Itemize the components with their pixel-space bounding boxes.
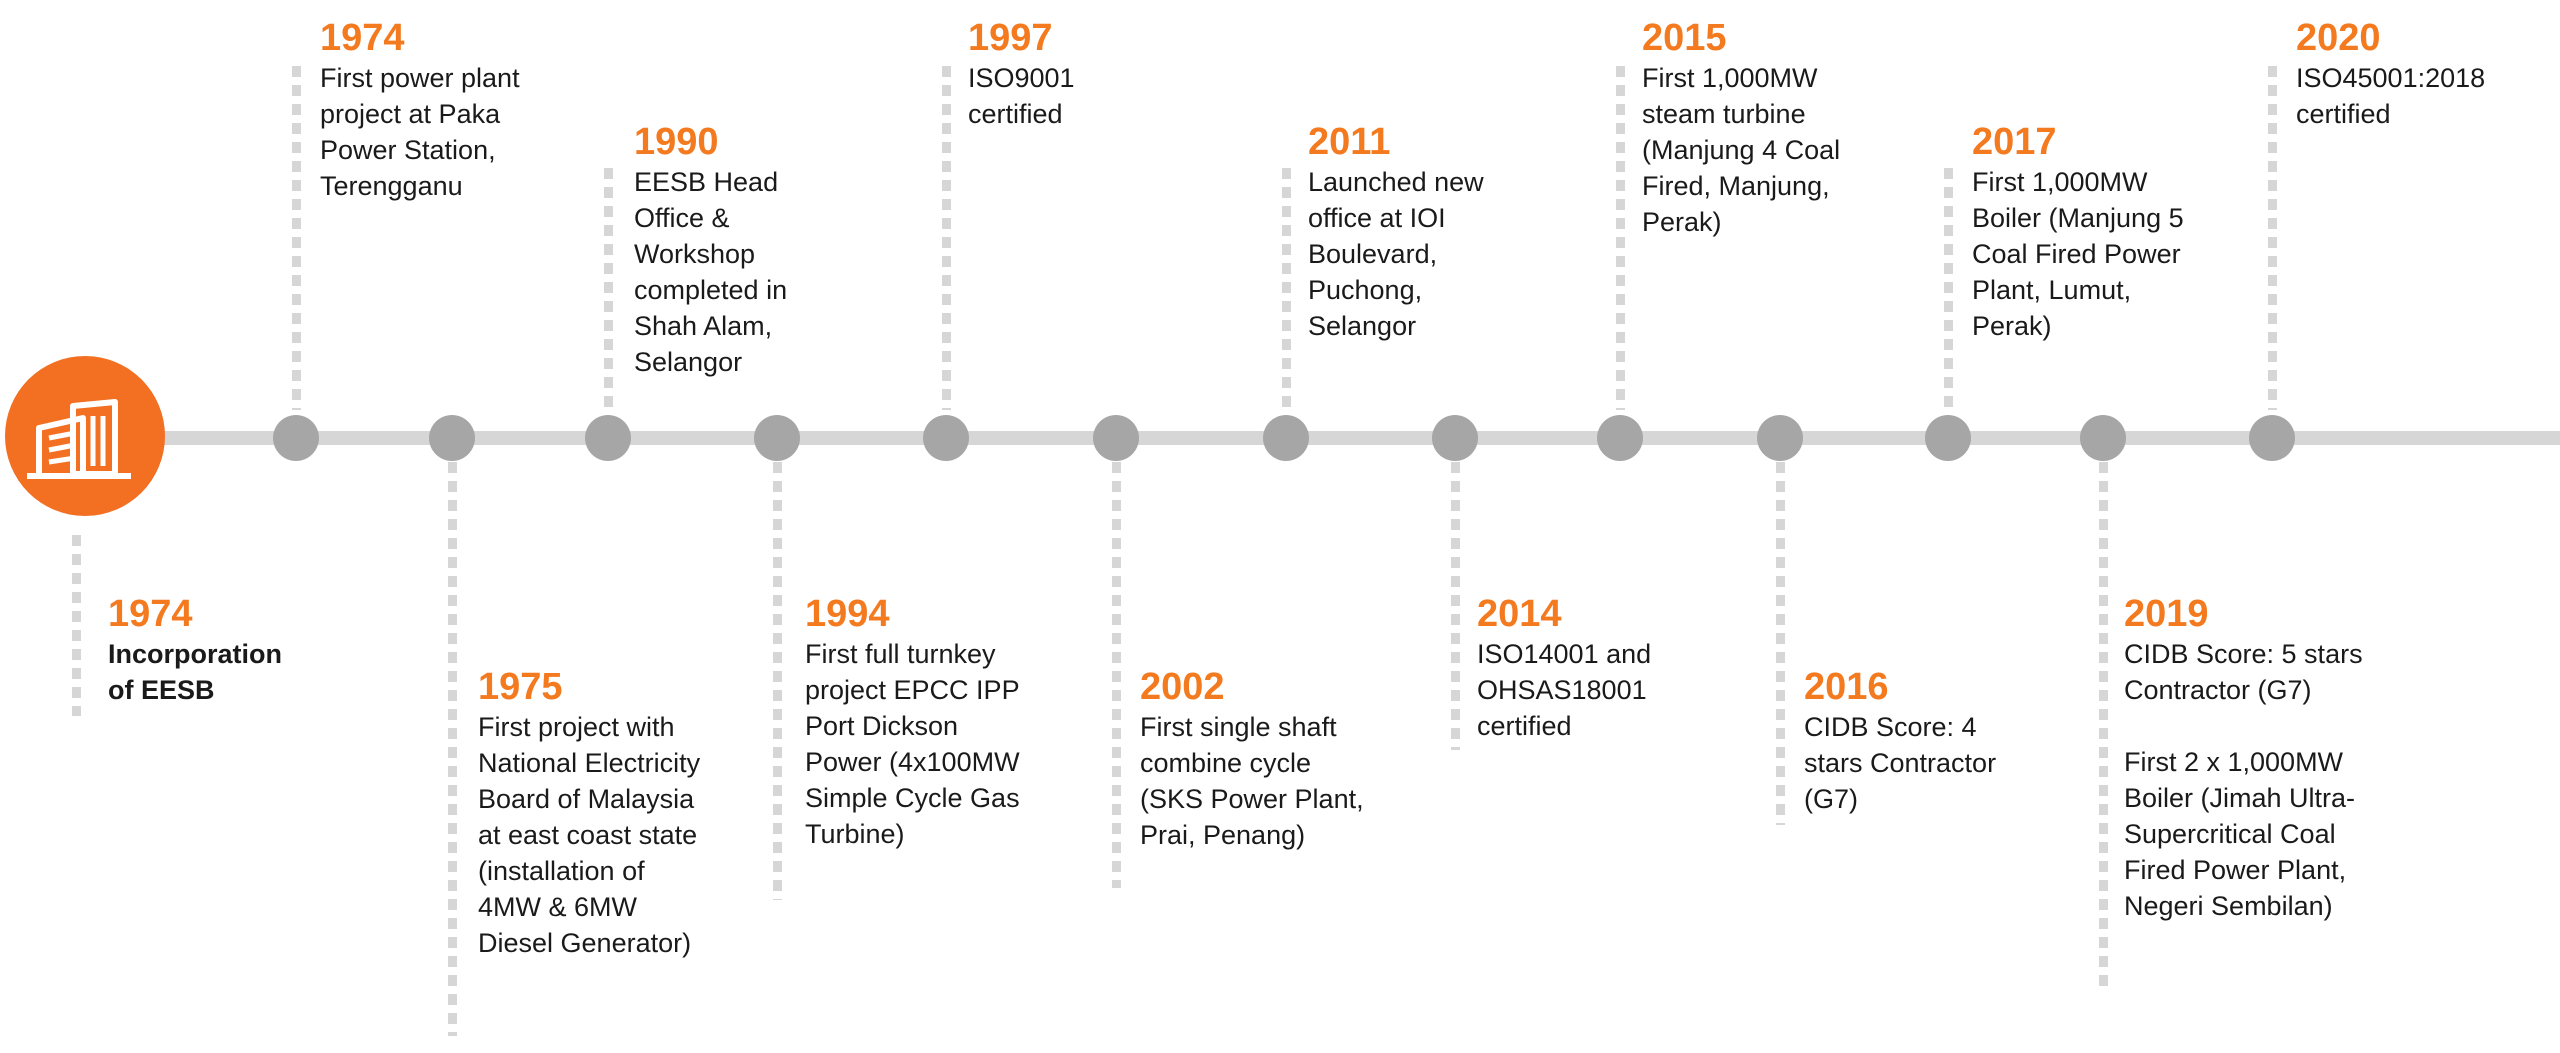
event-description-line: First 1,000MW steam turbine (Manjung 4 C… xyxy=(1642,63,1841,237)
event-description: First power plant project at Paka Power … xyxy=(320,60,535,204)
start-logo xyxy=(5,356,165,516)
event-year: 2016 xyxy=(1804,666,1889,708)
event-node-2002-6 xyxy=(1093,415,1139,461)
event-year: 2020 xyxy=(2296,17,2381,59)
event-stem-1994-4 xyxy=(773,462,782,900)
event-description: ISO14001 and OHSAS18001 certified xyxy=(1477,636,1697,744)
event-stem-2002-6 xyxy=(1112,462,1121,888)
event-year: 2002 xyxy=(1140,666,1225,708)
event-node-1974-1 xyxy=(273,415,319,461)
event-description: EESB Head Office & Workshop completed in… xyxy=(634,164,834,380)
event-description: First project with National Electricity … xyxy=(478,709,713,961)
event-node-1997-5 xyxy=(923,415,969,461)
event-description: First 1,000MW steam turbine (Manjung 4 C… xyxy=(1642,60,1887,240)
event-stem-1974-1 xyxy=(292,66,301,410)
event-description-line: ISO14001 and OHSAS18001 certified xyxy=(1477,639,1652,741)
event-description: First 1,000MW Boiler (Manjung 5 Coal Fir… xyxy=(1972,164,2212,344)
event-year: 2011 xyxy=(1308,121,1391,163)
event-description: Launched new office at IOI Boulevard, Pu… xyxy=(1308,164,1518,344)
event-stem-2014-8 xyxy=(1451,462,1460,750)
event-description-line: First full turnkey project EPCC IPP Port… xyxy=(805,639,1020,849)
event-node-2011-7 xyxy=(1263,415,1309,461)
event-node-2015-9 xyxy=(1597,415,1643,461)
event-description-line: EESB Head Office & Workshop completed in… xyxy=(634,167,788,377)
event-year: 2019 xyxy=(2124,593,2209,635)
timeline-axis xyxy=(110,431,2560,445)
event-node-2014-8 xyxy=(1432,415,1478,461)
event-stem-1974-0 xyxy=(72,535,81,716)
event-description-line: Launched new office at IOI Boulevard, Pu… xyxy=(1308,167,1484,341)
event-description-line: First 1,000MW Boiler (Manjung 5 Coal Fir… xyxy=(1972,167,2184,341)
event-stem-1997-5 xyxy=(942,66,951,410)
event-year: 2015 xyxy=(1642,17,1727,59)
event-description-line: First power plant project at Paka Power … xyxy=(320,63,520,201)
event-year: 1974 xyxy=(108,593,193,635)
event-node-2019-12 xyxy=(2080,415,2126,461)
event-description: ISO45001:2018 certified xyxy=(2296,60,2541,132)
event-node-1975-2 xyxy=(429,415,475,461)
event-description: First single shaft combine cycle (SKS Po… xyxy=(1140,709,1380,853)
event-description-line: CIDB Score: 5 stars Contractor (G7) xyxy=(2124,639,2363,705)
event-node-1990-3 xyxy=(585,415,631,461)
event-stem-1990-3 xyxy=(604,168,613,410)
event-description: CIDB Score: 5 stars Contractor (G7) First… xyxy=(2124,636,2364,924)
event-description-line: First 2 x 1,000MW Boiler (Jimah Ultra-Su… xyxy=(2124,747,2356,921)
event-year: 1997 xyxy=(968,17,1053,59)
event-description-line: CIDB Score: 4 stars Contractor (G7) xyxy=(1804,712,1997,814)
event-description-line: ISO45001:2018 certified xyxy=(2296,63,2486,129)
event-description-line: First project with National Electricity … xyxy=(478,712,701,958)
event-description: Incorporation of EESB xyxy=(108,636,308,708)
event-description: First full turnkey project EPCC IPP Port… xyxy=(805,636,1025,852)
event-description-line: ISO9001 certified xyxy=(968,63,1075,129)
event-description-line: First single shaft combine cycle (SKS Po… xyxy=(1140,712,1364,850)
event-description-line: Incorporation of EESB xyxy=(108,639,282,705)
event-year: 1994 xyxy=(805,593,890,635)
event-node-2016-10 xyxy=(1757,415,1803,461)
building-icon xyxy=(27,399,131,479)
event-year: 1974 xyxy=(320,17,405,59)
event-year: 1975 xyxy=(478,666,563,708)
event-stem-2020-13 xyxy=(2268,66,2277,410)
event-year: 2017 xyxy=(1972,121,2057,163)
event-description: CIDB Score: 4 stars Contractor (G7) xyxy=(1804,709,2029,817)
event-stem-2016-10 xyxy=(1776,462,1785,825)
event-stem-2017-11 xyxy=(1944,168,1953,410)
event-stem-2011-7 xyxy=(1282,168,1291,410)
event-node-1994-4 xyxy=(754,415,800,461)
event-year: 2014 xyxy=(1477,593,1562,635)
event-stem-2019-12 xyxy=(2099,462,2108,993)
event-node-2020-13 xyxy=(2249,415,2295,461)
event-node-2017-11 xyxy=(1925,415,1971,461)
event-stem-1975-2 xyxy=(448,462,457,1036)
event-stem-2015-9 xyxy=(1616,66,1625,410)
event-description: ISO9001 certified xyxy=(968,60,1128,132)
event-year: 1990 xyxy=(634,121,719,163)
